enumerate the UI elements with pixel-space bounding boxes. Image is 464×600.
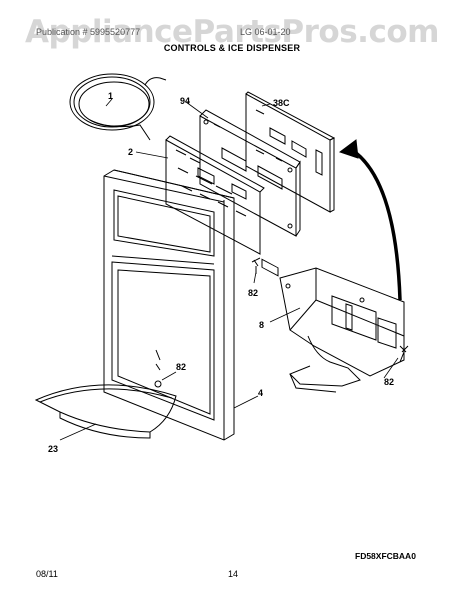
dispenser-frame-4 xyxy=(103,169,235,441)
callout-8: 8 xyxy=(259,320,264,330)
control-housing-94 xyxy=(199,109,301,237)
callout-82-right: 82 xyxy=(384,377,394,387)
callout-1: 1 xyxy=(108,91,113,101)
callout-23: 23 xyxy=(48,444,58,454)
callout-4: 4 xyxy=(258,388,263,398)
tubing-coil xyxy=(69,73,167,141)
callout-82-upper: 82 xyxy=(248,288,258,298)
callout-94: 94 xyxy=(180,96,190,106)
footer-date: 08/11 xyxy=(36,569,58,579)
model-number: FD58XFCBAA0 xyxy=(355,551,416,561)
curved-arrow xyxy=(351,148,402,301)
watermark-logo: AppliancePartsPros.com xyxy=(25,14,439,50)
publication-number: Publication # 5995520777 xyxy=(36,27,141,37)
drip-tray-23 xyxy=(34,384,177,439)
keypad-overlay-2 xyxy=(165,135,265,255)
callout-2: 2 xyxy=(128,147,133,157)
arrow-head xyxy=(338,139,359,159)
screw-icon xyxy=(251,257,261,274)
callout-82-lower: 82 xyxy=(176,362,186,372)
callout-38c: 38C xyxy=(273,98,290,108)
control-board-38c xyxy=(245,91,336,277)
screw-icon xyxy=(399,345,409,363)
ice-dispenser-mechanism-8 xyxy=(279,267,405,393)
diagram-title: CONTROLS & ICE DISPENSER xyxy=(163,43,301,53)
publication-date-code: LG 06-01-20 xyxy=(240,27,291,37)
leader-lines xyxy=(59,98,399,441)
screw-icon xyxy=(154,349,162,388)
page-number: 14 xyxy=(228,569,239,579)
